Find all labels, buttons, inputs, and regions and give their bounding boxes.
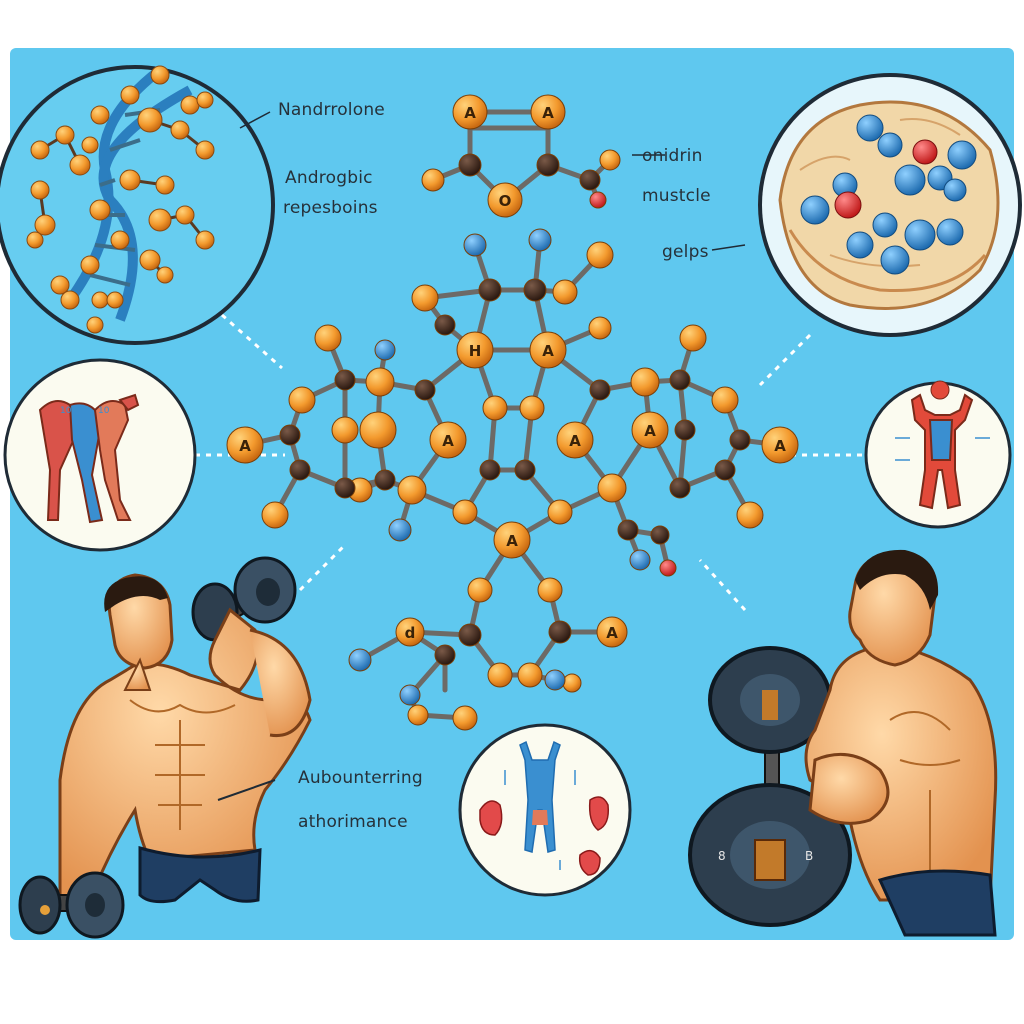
label-enhancing: Aubounterring xyxy=(298,768,423,788)
atom-letter: A xyxy=(506,532,518,550)
atom-letter: A xyxy=(774,437,786,455)
atom-letter: A xyxy=(442,432,454,450)
atom-letter: A xyxy=(542,342,554,360)
atom-letter: A xyxy=(542,104,554,122)
organs-inset xyxy=(458,723,632,897)
left-bodybuilder xyxy=(18,556,312,939)
atom-letter: A xyxy=(239,437,251,455)
label-gelps: gelps xyxy=(662,242,709,262)
atom-letter: O xyxy=(499,192,512,210)
atom-letter: A xyxy=(644,422,656,440)
label-nandrolone: Nandrrolone xyxy=(278,100,385,120)
barbell: 8 B xyxy=(688,646,852,927)
anatomy-inset-right xyxy=(864,380,1012,529)
label-performance: athorimance xyxy=(298,812,408,832)
muscle-tissue-inset xyxy=(758,73,1022,337)
svg-text:10: 10 xyxy=(60,406,72,416)
atom-letter: A xyxy=(606,624,618,642)
right-head xyxy=(848,549,939,667)
left-head xyxy=(104,573,174,691)
svg-text:8: 8 xyxy=(718,849,726,863)
dumbbell-lower xyxy=(18,871,125,939)
dna-helix-inset xyxy=(0,65,275,345)
label-receptors: repesboins xyxy=(283,198,378,218)
right-bodybuilder: 8 B xyxy=(688,549,998,937)
atom-letter: A xyxy=(464,104,476,122)
atom-letter: d xyxy=(405,624,416,642)
label-onidrin: onidrin xyxy=(642,146,703,166)
anatomy-inset-left: 10 10 xyxy=(3,358,197,552)
molecule-atoms xyxy=(226,94,799,731)
atom-letter: H xyxy=(469,342,482,360)
label-muscle: mustcle xyxy=(642,186,711,206)
label-androgenic: Androgbic xyxy=(285,168,373,188)
atom-letters: A A O H A A A A A A A d A xyxy=(239,104,786,642)
svg-text:B: B xyxy=(805,849,813,863)
atom-letter: A xyxy=(569,432,581,450)
svg-text:10: 10 xyxy=(98,406,110,416)
